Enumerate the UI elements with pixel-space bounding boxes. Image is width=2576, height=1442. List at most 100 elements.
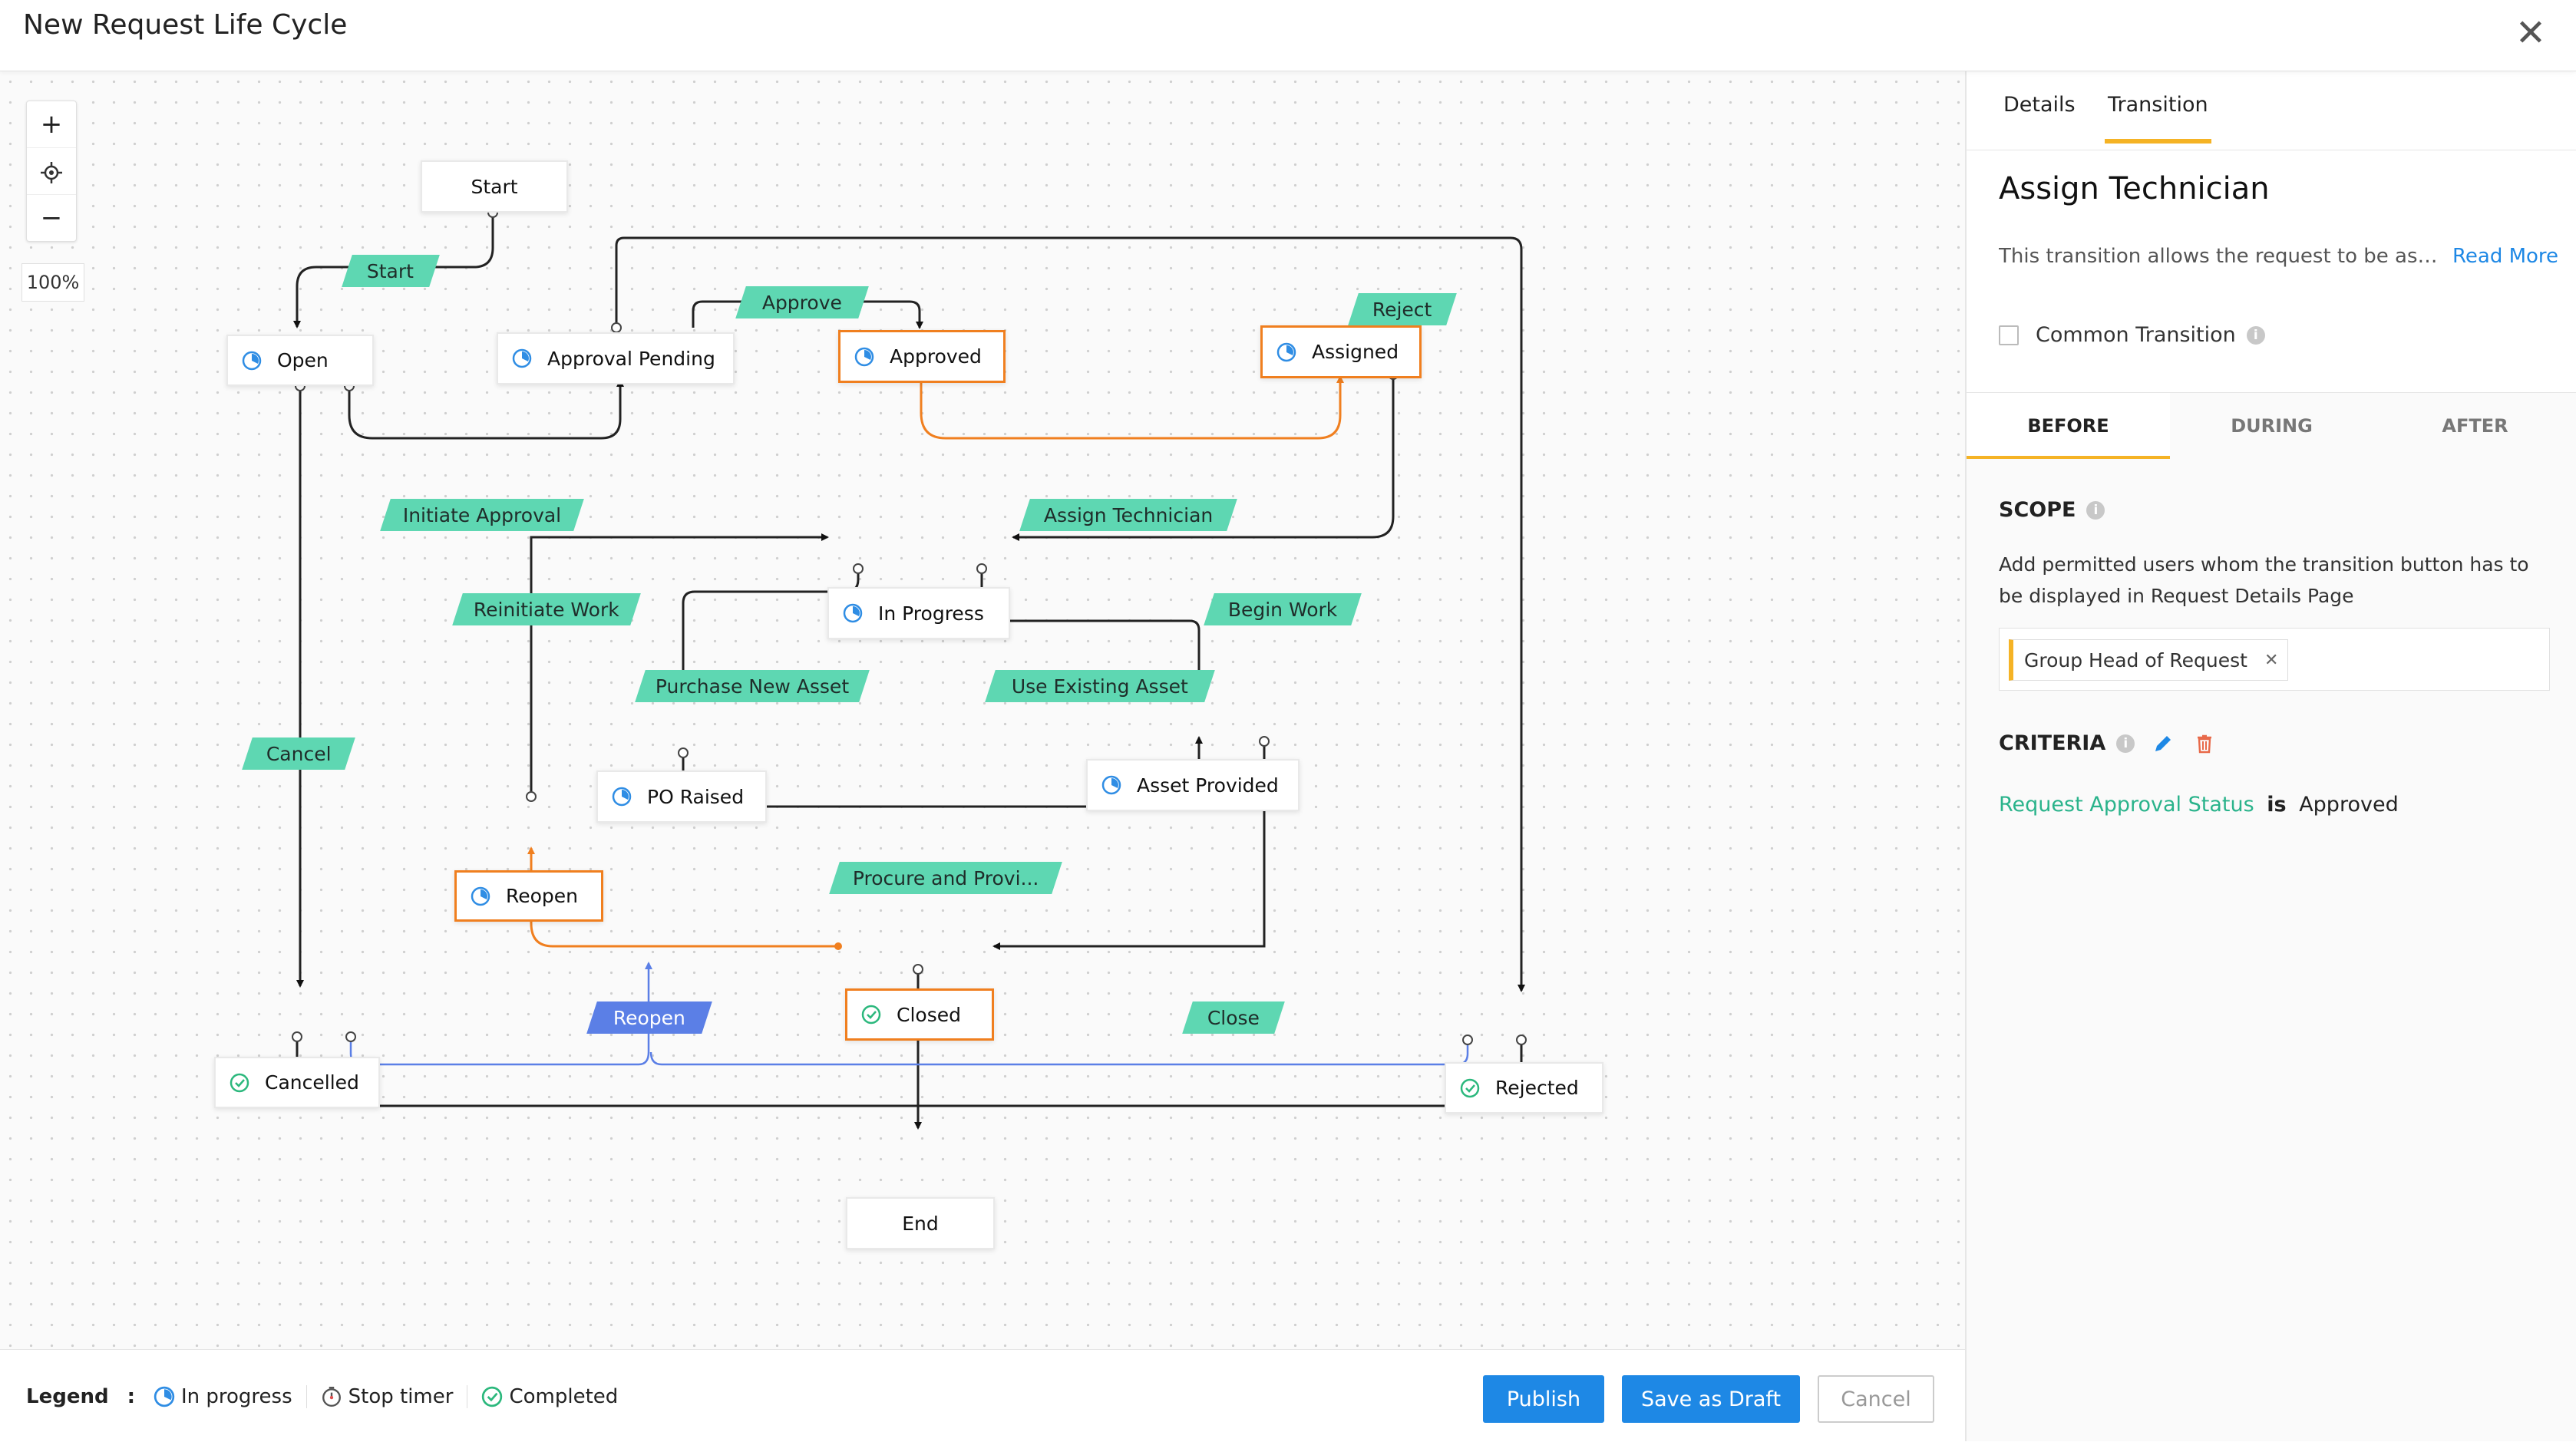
scope-tag-label: Group Head of Request	[2024, 648, 2247, 672]
criteria-title: CRITERIA	[1999, 731, 2106, 755]
common-transition-checkbox[interactable]	[1999, 325, 2019, 345]
criteria-expression: Request Approval Status is Approved	[1999, 793, 2399, 817]
criteria-heading: CRITERIA i	[1999, 731, 2216, 755]
delete-trash-icon[interactable]	[2193, 732, 2216, 755]
dialog-title: New Request Life Cycle	[23, 9, 348, 41]
node-label: Reopen	[506, 885, 579, 907]
node-end[interactable]: End	[846, 1197, 995, 1249]
node-approval-pending[interactable]: Approval Pending	[497, 332, 735, 384]
transition-procure-and-provide[interactable]: Procure and Provi...	[829, 862, 1062, 894]
legend: Legend : In progress Stop timer Complete…	[26, 1385, 646, 1408]
zoom-in-button[interactable]: +	[27, 101, 76, 148]
transition-reject[interactable]: Reject	[1348, 293, 1457, 325]
read-more-link[interactable]: Read More	[2452, 245, 2559, 268]
close-icon[interactable]: ✕	[2515, 12, 2547, 54]
transition-title: Assign Technician	[1999, 171, 2270, 206]
tab-after[interactable]: AFTER	[2442, 415, 2508, 437]
transition-approve[interactable]: Approve	[735, 286, 869, 318]
scope-title: SCOPE	[1999, 498, 2076, 522]
transition-label: Assign Technician	[1043, 503, 1214, 526]
node-label: Closed	[897, 1003, 961, 1026]
transition-cancel[interactable]: Cancel	[242, 737, 355, 770]
node-cancelled[interactable]: Cancelled	[214, 1057, 380, 1108]
completed-icon	[1460, 1078, 1480, 1097]
transition-label: Close	[1207, 1006, 1260, 1029]
stop-timer-icon	[322, 1386, 341, 1407]
panel-tabs: Details Transition	[1967, 71, 2576, 150]
node-approved[interactable]: Approved	[838, 330, 1006, 383]
save-draft-button[interactable]: Save as Draft	[1622, 1375, 1800, 1423]
zoom-controls: + −	[26, 101, 77, 242]
node-label: Start	[471, 175, 518, 198]
transition-purchase-new-asset[interactable]: Purchase New Asset	[635, 670, 870, 702]
scope-user-input[interactable]: Group Head of Request ✕	[1999, 628, 2550, 691]
transition-start[interactable]: Start	[342, 255, 440, 287]
completed-icon	[230, 1073, 249, 1092]
tab-before[interactable]: BEFORE	[1967, 393, 2170, 460]
transition-close[interactable]: Close	[1182, 1001, 1285, 1034]
in-progress-icon	[242, 351, 262, 370]
common-transition-row: Common Transition i	[1999, 323, 2265, 347]
node-label: Cancelled	[265, 1071, 359, 1094]
node-label: Rejected	[1495, 1077, 1579, 1099]
node-rejected[interactable]: Rejected	[1445, 1062, 1603, 1114]
criteria-value: Approved	[2299, 793, 2399, 817]
transition-reinitiate-work[interactable]: Reinitiate Work	[452, 593, 641, 625]
info-icon[interactable]: i	[2116, 734, 2135, 753]
scope-tag: Group Head of Request ✕	[2009, 639, 2289, 681]
node-reopen[interactable]: Reopen	[454, 870, 603, 922]
transition-label: Reopen	[613, 1006, 686, 1029]
node-label: End	[902, 1212, 939, 1235]
info-icon[interactable]: i	[2086, 500, 2105, 520]
in-progress-icon	[512, 348, 532, 368]
transition-label: Initiate Approval	[402, 503, 562, 526]
common-transition-label: Common Transition	[2036, 323, 2236, 347]
legend-label: In progress	[180, 1385, 292, 1408]
tab-transition[interactable]: Transition	[2105, 93, 2211, 144]
node-open[interactable]: Open	[226, 335, 374, 386]
transition-assign-technician[interactable]: Assign Technician	[1019, 499, 1237, 531]
tab-during[interactable]: DURING	[2231, 415, 2313, 437]
node-asset-provided[interactable]: Asset Provided	[1086, 759, 1300, 811]
transition-label: Use Existing Asset	[1012, 675, 1188, 698]
panel-body	[1967, 459, 2576, 1441]
recenter-icon[interactable]	[27, 148, 76, 195]
legend-separator: :	[127, 1385, 135, 1408]
in-progress-icon	[154, 1386, 175, 1407]
transition-label: Procure and Provi...	[852, 866, 1039, 889]
node-assigned[interactable]: Assigned	[1260, 325, 1422, 378]
edit-pencil-icon[interactable]	[2152, 732, 2175, 755]
transition-label: Approve	[761, 291, 843, 314]
transition-begin-work[interactable]: Begin Work	[1204, 593, 1362, 625]
transition-reopen[interactable]: Reopen	[586, 1001, 712, 1034]
zoom-level: 100%	[21, 263, 84, 302]
info-icon[interactable]: i	[2246, 325, 2265, 345]
tab-details[interactable]: Details	[2003, 93, 2076, 117]
scope-description: Add permitted users whom the transition …	[1999, 553, 2529, 607]
in-progress-icon	[612, 787, 632, 807]
transition-label: Purchase New Asset	[655, 675, 850, 698]
node-label: Assigned	[1312, 341, 1399, 363]
zoom-out-button[interactable]: −	[40, 203, 63, 233]
in-progress-icon	[1101, 775, 1121, 795]
transition-label: Reinitiate Work	[474, 598, 619, 621]
cancel-button[interactable]: Cancel	[1818, 1375, 1934, 1423]
publish-button[interactable]: Publish	[1483, 1375, 1604, 1423]
node-start[interactable]: Start	[421, 160, 568, 213]
remove-tag-icon[interactable]: ✕	[2264, 650, 2279, 670]
phase-tabs: BEFORE DURING AFTER	[1967, 392, 2576, 460]
legend-label: Completed	[509, 1385, 619, 1408]
in-progress-icon	[1276, 342, 1296, 361]
transition-use-existing-asset[interactable]: Use Existing Asset	[985, 670, 1215, 702]
connector-lines	[292, 207, 1527, 1130]
criteria-operator: is	[2267, 793, 2287, 817]
legend-label: Stop timer	[348, 1385, 454, 1408]
criteria-field[interactable]: Request Approval Status	[1999, 793, 2254, 817]
node-po-raised[interactable]: PO Raised	[596, 770, 767, 823]
node-in-progress[interactable]: In Progress	[827, 587, 1010, 639]
workflow-canvas[interactable]: + − 100% Start Open Approval Pending App…	[0, 71, 1965, 1349]
properties-panel: Details Transition Assign Technician Thi…	[1965, 71, 2576, 1441]
node-closed[interactable]: Closed	[845, 988, 994, 1041]
transition-initiate-approval[interactable]: Initiate Approval	[380, 499, 584, 531]
transition-description: This transition allows the request to be…	[1999, 245, 2444, 268]
